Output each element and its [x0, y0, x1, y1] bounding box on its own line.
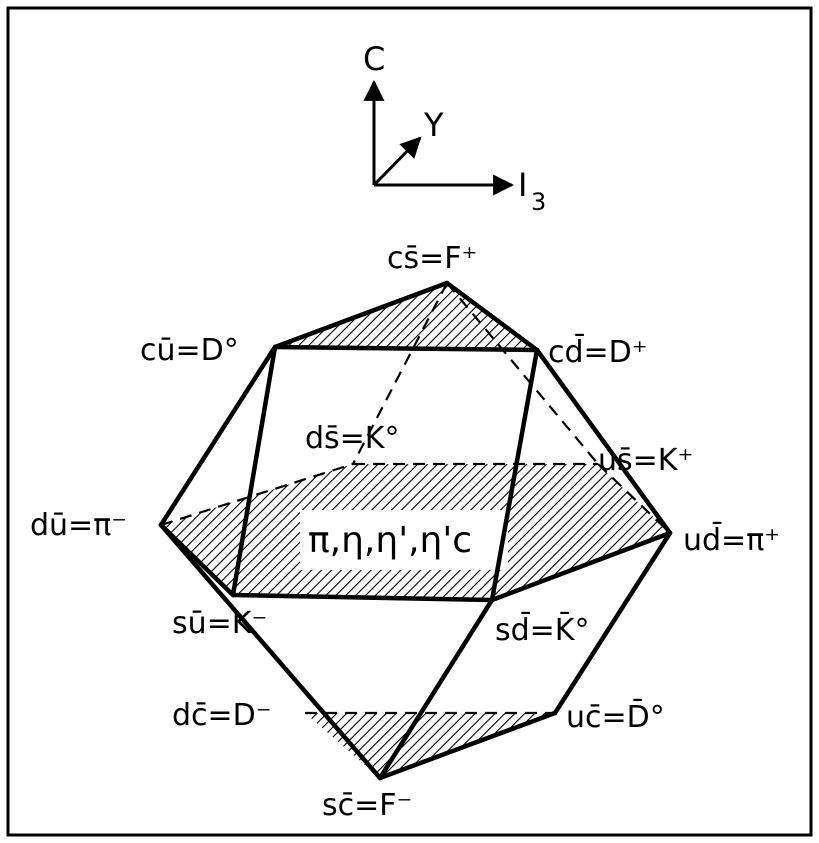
label-left: dū=π⁻ [30, 508, 127, 543]
i3-axis-subscript: 3 [531, 188, 546, 216]
label-front-right: sd̄=K̄° [495, 612, 589, 648]
label-top: cs̄=F⁺ [387, 241, 477, 276]
label-back-right: us̄=K⁺ [598, 443, 693, 478]
label-back-left: ds̄=K° [305, 421, 399, 456]
label-right: ud̄=π⁺ [683, 522, 780, 558]
center-label-backdrop [300, 510, 508, 570]
center-label: π,η,η',η'c [308, 520, 472, 561]
label-lower-right: uc̄=D̄° [566, 699, 665, 735]
top-face [275, 283, 537, 350]
axes-indicator: C Y I 3 [363, 40, 546, 216]
label-front-left: sū=K⁻ [172, 606, 267, 641]
visible-edges [158, 280, 673, 781]
i3-axis-label: I [518, 166, 527, 204]
bottom-face [305, 713, 555, 778]
label-bottom: sc̄=F⁻ [322, 788, 412, 823]
label-upper-right: cd̄=D⁺ [548, 334, 648, 370]
y-axis-label: Y [423, 106, 444, 144]
vertex-labels: cs̄=F⁺ cū=D° cd̄=D⁺ ds̄=K° us̄=K⁺ dū=π⁻ … [30, 241, 780, 823]
y-axis-arrow [372, 136, 422, 187]
label-upper-left: cū=D° [140, 333, 239, 368]
label-lower-left: dc̄=D⁻ [172, 698, 272, 733]
hidden-edges [160, 282, 671, 715]
figure-frame [6, 6, 813, 837]
c-axis-label: C [363, 40, 385, 78]
